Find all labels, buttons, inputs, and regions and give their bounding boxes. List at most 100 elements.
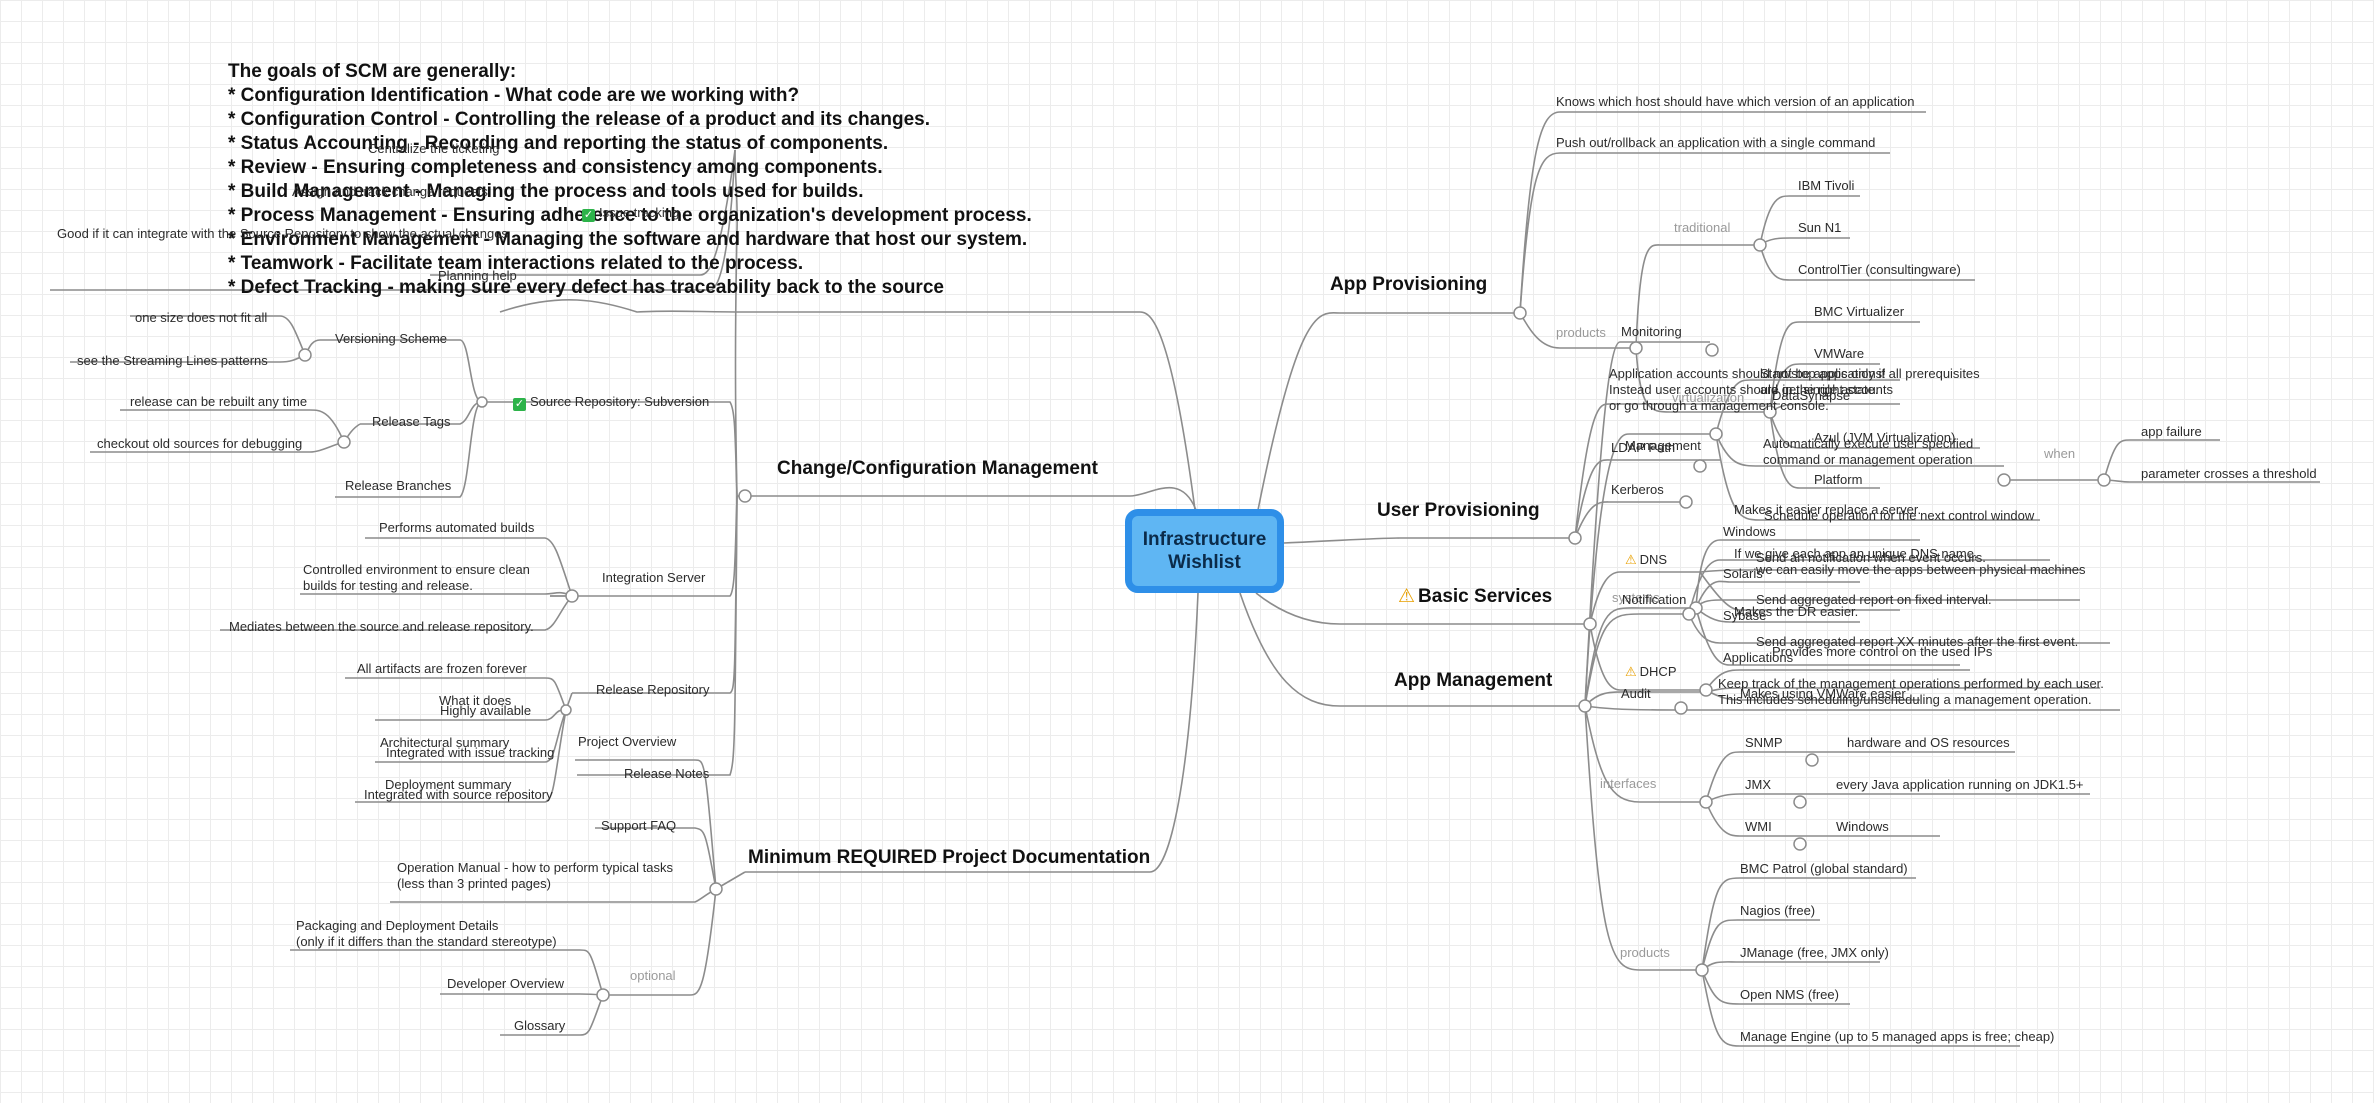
node-dhcp[interactable]: ⚠DHCP: [1625, 664, 1677, 679]
node-auto-exec[interactable]: Automatically execute user specified com…: [1763, 436, 1974, 467]
node-mediates[interactable]: Mediates between the source and release …: [229, 619, 534, 634]
node-snmp[interactable]: SNMP: [1745, 735, 1783, 750]
node-controlled-env[interactable]: Controlled environment to ensure clean b…: [303, 562, 530, 593]
node-issue-tracking[interactable]: ✓Issue tracking: [582, 205, 680, 222]
node-notification[interactable]: Notification: [1622, 592, 1687, 607]
node-planning-help[interactable]: Planning help: [438, 268, 517, 283]
node-platform[interactable]: Platform: [1814, 472, 1863, 487]
node-deploy-summary[interactable]: Deployment summary: [385, 777, 512, 792]
node-dhcp-ips[interactable]: Provides more control on the used IPs: [1772, 644, 1993, 659]
scm-goals-note[interactable]: The goals of SCM are generally: * Config…: [228, 61, 1032, 298]
node-ibm-tivoli[interactable]: IBM Tivoli: [1798, 178, 1855, 193]
node-streaming-lines[interactable]: see the Streaming Lines patterns: [77, 353, 268, 368]
node-manage-engine[interactable]: Manage Engine (up to 5 managed apps is f…: [1740, 1029, 2055, 1044]
node-packaging[interactable]: Packaging and Deployment Details (only i…: [296, 918, 557, 949]
node-assign-track[interactable]: Assign and track change requests: [292, 184, 488, 199]
node-glossary[interactable]: Glossary: [514, 1018, 566, 1033]
node-release-notes[interactable]: Release Notes: [624, 766, 710, 781]
node-azul[interactable]: Azul (JVM Virtualization): [1814, 430, 1956, 445]
node-products-management[interactable]: products: [1620, 945, 1670, 960]
node-solaris[interactable]: Solaris: [1723, 566, 1763, 581]
node-frozen[interactable]: All artifacts are frozen forever: [357, 661, 527, 676]
node-release-tags[interactable]: Release Tags: [372, 414, 451, 429]
node-bmc-patrol[interactable]: BMC Patrol (global standard): [1740, 861, 1908, 876]
node-support-faq[interactable]: Support FAQ: [601, 818, 677, 833]
node-knows-host[interactable]: Knows which host should have which versi…: [1556, 94, 1915, 109]
branch-change-management[interactable]: Change/Configuration Management: [777, 458, 1098, 479]
node-dns-note1[interactable]: If we give each app an unique DNS name,: [1734, 546, 1978, 561]
node-push-out[interactable]: Push out/rollback an application with a …: [1556, 135, 1876, 150]
node-operation-manual[interactable]: Operation Manual - how to perform typica…: [397, 860, 674, 891]
node-start-stop[interactable]: Start/stop apps only if all prerequisite…: [1760, 366, 1980, 397]
node-versioning-scheme[interactable]: Versioning Scheme: [335, 331, 448, 346]
node-jmx[interactable]: JMX: [1745, 777, 1771, 792]
node-snmp-note[interactable]: hardware and OS resources: [1847, 735, 2010, 750]
node-schedule[interactable]: Schedule operation for the next control …: [1764, 508, 2035, 523]
node-centralize-ticketing[interactable]: Centralize the ticketing: [368, 141, 500, 156]
branch-user-provisioning[interactable]: User Provisioning: [1377, 500, 1540, 521]
node-jmanage[interactable]: JManage (free, JMX only): [1740, 945, 1889, 960]
node-integrated-source[interactable]: Integrated with source repository: [364, 787, 553, 802]
node-sybase[interactable]: Sybase: [1723, 608, 1767, 623]
node-windows[interactable]: Windows: [1723, 524, 1776, 539]
node-datasynapse[interactable]: DataSynapse: [1772, 388, 1851, 403]
branch-documentation[interactable]: Minimum REQUIRED Project Documentation: [748, 847, 1151, 868]
node-open-nms[interactable]: Open NMS (free): [1740, 987, 1839, 1002]
node-send-aggregated[interactable]: Send aggregated report on fixed interval…: [1756, 592, 1992, 607]
node-integrated-issue-tracking[interactable]: Integrated with issue tracking: [386, 745, 555, 760]
node-traditional[interactable]: traditional: [1674, 220, 1731, 235]
root-node[interactable]: Infrastructure Wishlist: [1125, 509, 1284, 593]
node-app-failure[interactable]: app failure: [2141, 424, 2202, 439]
node-release-branches[interactable]: Release Branches: [345, 478, 452, 493]
branch-basic-services[interactable]: ⚠Basic Services: [1398, 586, 1553, 607]
branch-app-provisioning[interactable]: App Provisioning: [1330, 274, 1488, 295]
node-release-repository[interactable]: Release Repository: [596, 682, 710, 697]
node-bmc-virtualizer[interactable]: BMC Virtualizer: [1814, 304, 1905, 319]
node-project-overview[interactable]: Project Overview: [578, 734, 677, 749]
node-source-repository[interactable]: ✓Source Repository: Subversion: [513, 394, 710, 411]
node-vmware[interactable]: VMWare: [1814, 346, 1865, 361]
node-replace-server[interactable]: Makes it easier replace a server.: [1734, 502, 1922, 517]
node-arch-summary[interactable]: Architectural summary: [380, 735, 510, 750]
node-controltier[interactable]: ControlTier (consultingware): [1798, 262, 1961, 277]
node-dns[interactable]: ⚠DNS: [1625, 552, 1668, 567]
check-icon: ✓: [513, 398, 526, 411]
node-audit-note[interactable]: Keep track of the management operations …: [1718, 676, 2104, 707]
node-sun-n1[interactable]: Sun N1: [1798, 220, 1842, 235]
node-integration-server[interactable]: Integration Server: [602, 570, 706, 585]
node-nagios[interactable]: Nagios (free): [1740, 903, 1816, 918]
node-management[interactable]: Management: [1625, 438, 1701, 453]
node-rebuild[interactable]: release can be rebuilt any time: [130, 394, 308, 409]
node-what-it-does[interactable]: What it does: [439, 693, 512, 708]
node-checkout-old[interactable]: checkout old sources for debugging: [97, 436, 303, 451]
node-highly-available[interactable]: Highly available: [440, 703, 532, 718]
node-applications[interactable]: Applications: [1723, 650, 1794, 665]
node-send-notification[interactable]: Send an notification when event occurs.: [1756, 550, 1986, 565]
node-param-threshold[interactable]: parameter crosses a threshold: [2141, 466, 2317, 481]
node-dns-note2[interactable]: we can easily move the apps between phys…: [1756, 562, 2086, 577]
node-planning-integration[interactable]: Good if it can integrate with the Source…: [57, 226, 508, 241]
node-dhcp-vmware[interactable]: Makes using VMWare easier: [1740, 686, 1906, 701]
node-audit[interactable]: Audit: [1621, 686, 1651, 701]
node-virtualization[interactable]: virtualization: [1672, 390, 1745, 405]
node-systems[interactable]: systems: [1612, 590, 1660, 605]
node-app-accounts[interactable]: Application accounts should not be appli…: [1609, 366, 1894, 413]
node-developer-overview[interactable]: Developer Overview: [447, 976, 565, 991]
node-products-provisioning[interactable]: products: [1556, 325, 1606, 340]
node-kerberos[interactable]: Kerberos: [1611, 482, 1664, 497]
node-wmi-note[interactable]: Windows: [1836, 819, 1889, 834]
node-dns-dr[interactable]: Makes the DR easier.: [1734, 604, 1859, 619]
node-ldap[interactable]: LDAP Path: [1611, 440, 1676, 455]
node-monitoring[interactable]: Monitoring: [1621, 324, 1682, 339]
node-optional[interactable]: optional: [630, 968, 676, 983]
node-interfaces[interactable]: interfaces: [1600, 776, 1657, 791]
node-automated-builds[interactable]: Performs automated builds: [379, 520, 535, 535]
warning-icon: ⚠: [1625, 552, 1637, 567]
node-one-size[interactable]: one size does not fit all: [135, 310, 268, 325]
node-send-aggregated-xx[interactable]: Send aggregated report XX minutes after …: [1756, 634, 2079, 649]
branch-app-management[interactable]: App Management: [1394, 670, 1553, 691]
node-when[interactable]: when: [2044, 446, 2076, 461]
node-jmx-note[interactable]: every Java application running on JDK1.5…: [1836, 777, 2084, 792]
node-wmi[interactable]: WMI: [1745, 819, 1772, 834]
